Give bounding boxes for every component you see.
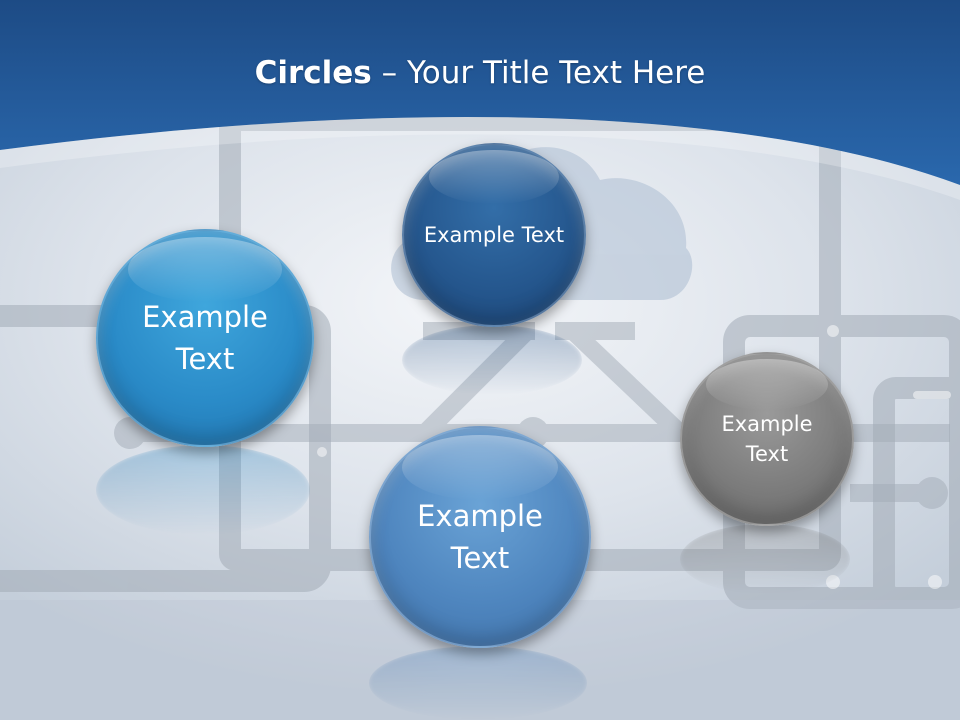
circle-label: Example Text xyxy=(423,222,565,247)
slide-title: Circles – Your Title Text Here xyxy=(0,55,960,91)
circle-medium-blue[interactable]: Example Text xyxy=(369,426,591,648)
circle-label: Example Text xyxy=(721,411,813,466)
circle-label: Example Text xyxy=(417,498,543,575)
gloss-highlight xyxy=(705,359,829,411)
circle-reflection xyxy=(96,445,310,535)
title-bold: Circles xyxy=(254,55,372,91)
circle-dark-blue[interactable]: Example Text xyxy=(402,143,586,327)
gloss-highlight xyxy=(429,150,559,205)
circle-gray[interactable]: Example Text xyxy=(680,352,854,526)
circle-reflection xyxy=(369,646,587,720)
title-rest: – Your Title Text Here xyxy=(371,55,706,91)
circle-reflection xyxy=(680,524,850,594)
gloss-highlight xyxy=(401,434,559,500)
header-band xyxy=(0,0,960,200)
gloss-highlight xyxy=(127,237,283,302)
circle-light-blue[interactable]: Example Text xyxy=(96,229,314,447)
circle-label: Example Text xyxy=(142,299,268,376)
circle-reflection xyxy=(402,325,582,395)
